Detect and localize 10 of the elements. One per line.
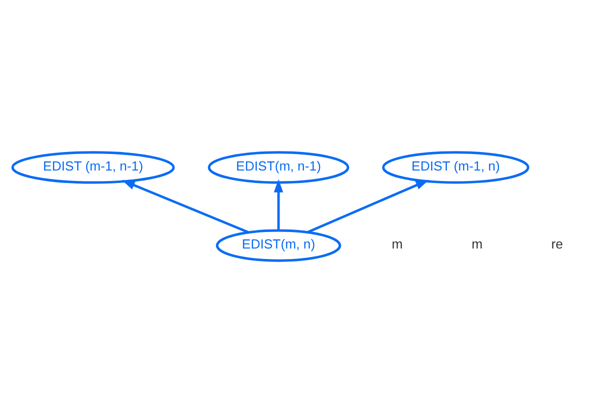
arrow <box>274 178 284 230</box>
label: m <box>472 236 483 252</box>
label: re <box>551 236 563 252</box>
node-ellipse: EDIST(m, n) <box>216 228 342 262</box>
node-ellipse: EDIST (m-1, n) <box>382 150 530 184</box>
label: m <box>392 236 403 252</box>
arrow <box>122 180 249 233</box>
node-ellipse: EDIST(m, n-1) <box>208 150 350 184</box>
node-ellipse: EDIST (m-1, n-1) <box>11 150 175 184</box>
arrow <box>307 179 429 233</box>
